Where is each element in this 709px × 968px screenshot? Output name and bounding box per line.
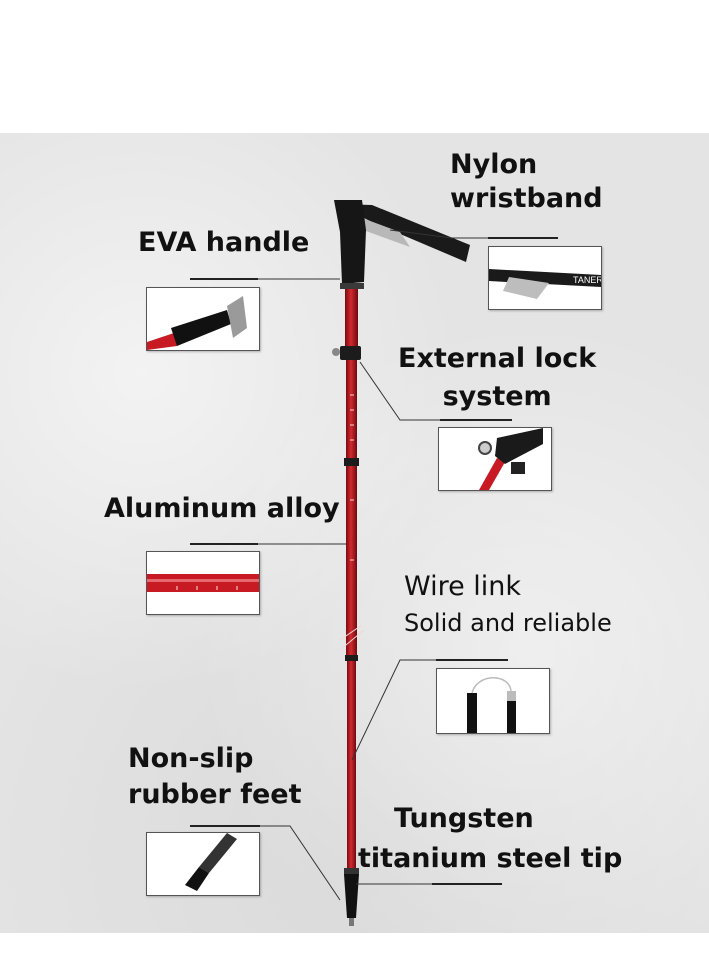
eva-handle-shape <box>334 200 366 284</box>
inset-rubber-feet <box>146 832 260 896</box>
rubber-foot <box>344 874 359 918</box>
underline-nylon <box>488 237 558 239</box>
underline-eva <box>190 278 258 280</box>
lock-clamp <box>340 346 361 360</box>
inset-aluminum-alloy <box>146 551 260 615</box>
label-wire-sub: Solid and reliable <box>404 609 612 637</box>
basket-ring <box>344 868 359 874</box>
label-lock-line2: system <box>442 381 552 412</box>
label-nylon-line1: Nylon <box>450 149 538 180</box>
underline-feet <box>190 825 260 827</box>
underline-aluminum <box>190 543 258 545</box>
lower-shaft <box>347 660 356 870</box>
upper-shaft <box>345 289 358 349</box>
middle-shaft <box>346 360 357 660</box>
steel-tip <box>349 918 354 926</box>
label-non-slip-feet: Non-slip rubber feet <box>128 742 302 812</box>
inset-eva-handle <box>146 287 260 351</box>
underline-tip <box>432 883 502 885</box>
label-eva-handle: EVA handle <box>138 227 310 258</box>
label-nylon-wristband: Nylon wristband <box>450 148 603 216</box>
wrist-strap <box>336 204 470 262</box>
label-nylon-line2: wristband <box>450 183 603 214</box>
label-external-lock: External lock system <box>398 342 596 414</box>
label-feet-line2: rubber feet <box>128 779 302 810</box>
inset-lock-system <box>438 427 552 491</box>
label-tungsten-tip: Tungsten titanium steel tip <box>358 802 622 876</box>
label-wire-link: Wire link <box>404 571 522 602</box>
inset-wristband: TANER <box>488 246 602 310</box>
label-tip-line2: titanium steel tip <box>358 843 623 874</box>
strap-brand-text: TANER <box>573 275 601 285</box>
label-tip-line1: Tungsten <box>394 803 534 834</box>
underline-wire <box>436 659 508 661</box>
label-feet-line1: Non-slip <box>128 743 254 774</box>
label-lock-line1: External lock <box>398 343 597 374</box>
inset-wire-link <box>436 668 550 734</box>
underline-lock <box>440 419 512 421</box>
label-aluminum-alloy: Aluminum alloy <box>104 493 340 524</box>
